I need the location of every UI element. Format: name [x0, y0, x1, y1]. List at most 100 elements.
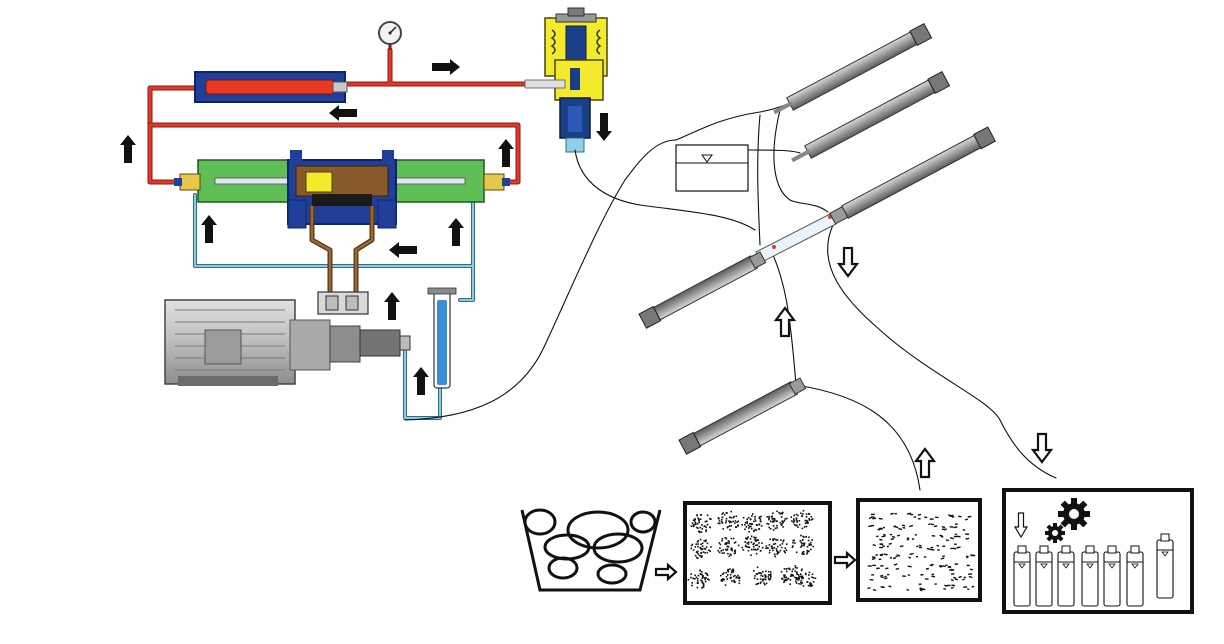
granule-speck: [754, 528, 757, 531]
granule-speck: [750, 554, 752, 556]
granule-speck: [698, 521, 700, 524]
granule-speck: [761, 546, 764, 549]
granule-speck: [752, 543, 754, 546]
granule-speck: [746, 542, 748, 544]
granule-speck: [733, 552, 736, 555]
arrow-solid-icon: [448, 218, 464, 246]
powder-speck: [885, 567, 889, 570]
granule-speck: [709, 550, 711, 552]
granule-speck: [723, 578, 725, 581]
powder-speck: [883, 533, 886, 536]
granule-speck: [708, 549, 710, 551]
granule-speck: [702, 575, 704, 577]
granule-speck: [727, 540, 730, 542]
granule-speck: [730, 548, 732, 551]
granule-speck: [691, 584, 693, 587]
granule-speck: [789, 575, 792, 577]
granule-speck: [758, 572, 760, 574]
arrow-solid-icon: [432, 59, 460, 75]
granule-speck: [730, 516, 732, 519]
granule-speck: [783, 568, 786, 570]
powder-speck: [884, 575, 887, 578]
granule-speck: [734, 549, 737, 552]
granule-speck: [757, 548, 759, 550]
powder-speck: [969, 568, 973, 571]
powder-speck: [945, 539, 950, 542]
granule-speck: [784, 547, 787, 549]
granule-speck: [694, 554, 697, 557]
granule-speck: [785, 543, 788, 545]
powder-speck: [877, 528, 881, 531]
granule-speck: [784, 551, 786, 554]
powder-speck: [916, 545, 919, 548]
powder-speck: [940, 557, 945, 560]
granule-speck: [759, 518, 762, 520]
granule-speck: [695, 543, 697, 545]
hot-piping: [147, 47, 543, 185]
granule-speck: [767, 523, 770, 525]
granule-speck: [704, 578, 706, 581]
granule-speck: [735, 526, 738, 528]
powder-speck: [967, 515, 972, 518]
intensifier-pump: [174, 150, 510, 229]
granule-speck: [747, 524, 750, 527]
granule-speck: [753, 536, 755, 539]
granule-speck: [772, 538, 774, 540]
granule-speck: [728, 525, 731, 527]
granule-speck: [747, 546, 750, 548]
granule-speck: [806, 551, 809, 554]
granule-speck: [810, 584, 812, 586]
granule-speck: [729, 520, 731, 523]
vial: [1156, 533, 1174, 599]
granule-speck: [781, 577, 783, 580]
granule-speck: [694, 546, 697, 548]
granule-speck: [756, 544, 759, 546]
granule-speck: [792, 575, 794, 577]
granule-speck: [750, 518, 752, 520]
granule-speck: [800, 579, 803, 582]
granule-speck: [710, 546, 712, 548]
powder-speck: [871, 557, 876, 560]
granule-speck: [802, 552, 804, 555]
granule-speck: [750, 541, 753, 544]
granule-speck: [693, 524, 695, 526]
powder-speck: [878, 517, 883, 520]
powder-speck: [953, 526, 958, 529]
granule-speck: [811, 584, 814, 587]
granule-speck: [729, 521, 731, 524]
granule-speck: [765, 575, 767, 578]
granule-speck: [736, 576, 738, 578]
granule-speck: [692, 549, 695, 551]
granule-speck: [762, 575, 764, 577]
powder-speck: [895, 567, 900, 570]
granule-speck: [773, 553, 776, 556]
powder-speck: [919, 587, 923, 590]
granule-speck: [754, 575, 756, 577]
granule-speck: [782, 521, 784, 524]
granule-speck: [799, 546, 802, 548]
granule-speck: [694, 574, 696, 577]
granule-speck: [699, 569, 701, 571]
granule-speck: [796, 521, 798, 523]
granule-speck: [737, 574, 739, 577]
granule-speck: [697, 543, 699, 545]
granule-speck: [690, 525, 693, 527]
granule-speck: [783, 579, 786, 582]
electric-motor: [164, 291, 411, 386]
granule-speck: [791, 574, 793, 577]
granule-speck: [753, 577, 756, 580]
granule-speck: [785, 549, 788, 551]
granule-speck: [738, 576, 741, 578]
granule-speck: [773, 519, 776, 521]
powder-speck: [965, 556, 969, 559]
arrow-solid-icon: [389, 242, 417, 258]
granule-speck: [775, 548, 778, 550]
granule-speck: [741, 524, 743, 526]
granule-speck: [802, 585, 805, 587]
granule-speck: [705, 539, 707, 541]
granule-speck: [698, 531, 701, 534]
granule-speck: [734, 574, 736, 577]
powder-speck: [941, 526, 946, 529]
granule-speck: [752, 513, 754, 515]
granule-speck: [769, 549, 771, 552]
